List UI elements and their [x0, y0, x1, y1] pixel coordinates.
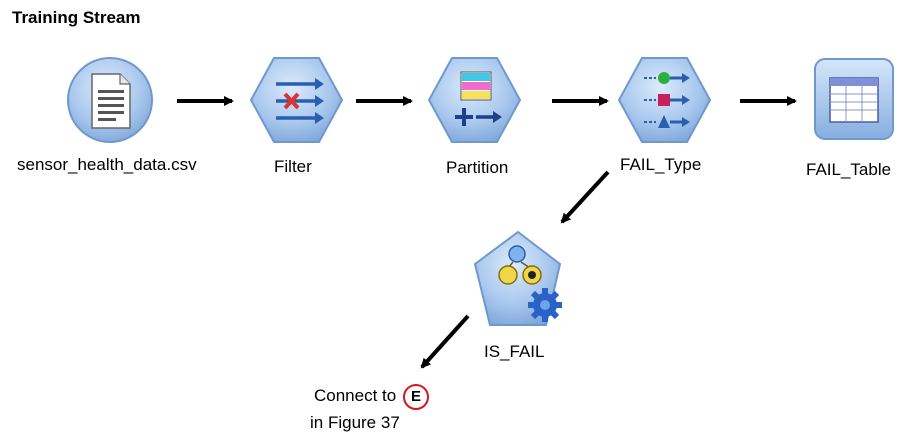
connector-line-1: Connect to E — [314, 383, 429, 410]
node-type-label: FAIL_Type — [620, 155, 702, 174]
node-model[interactable] — [473, 230, 562, 326]
node-type[interactable] — [617, 57, 712, 143]
model-nugget-icon — [498, 245, 562, 322]
node-table-label: FAIL_Table — [806, 160, 892, 179]
arrow-type-to-model — [560, 170, 610, 224]
node-filter[interactable] — [249, 57, 344, 143]
stream-title: Training Stream — [12, 8, 141, 27]
csv-file-icon — [91, 73, 131, 129]
flow-arrows — [177, 96, 797, 369]
type-icon — [644, 72, 690, 128]
table-icon — [829, 77, 879, 123]
node-source[interactable] — [67, 57, 153, 143]
partition-icon — [455, 71, 502, 126]
node-partition[interactable] — [427, 57, 522, 143]
filter-icon — [276, 78, 324, 124]
connector-suffix: in Figure 37 — [310, 412, 400, 432]
node-partition-label: Partition — [446, 158, 509, 177]
arrow-model-to-connector — [420, 314, 470, 369]
connector-badge[interactable]: E — [402, 383, 429, 410]
connector-prefix: Connect to — [314, 386, 397, 405]
node-filter-label: Filter — [274, 157, 312, 176]
connector-note: Connect to E in Figure 37 — [310, 383, 429, 436]
node-table[interactable] — [814, 58, 894, 140]
node-model-label: IS_FAIL — [484, 342, 545, 361]
node-source-label: sensor_health_data.csv — [17, 155, 197, 174]
